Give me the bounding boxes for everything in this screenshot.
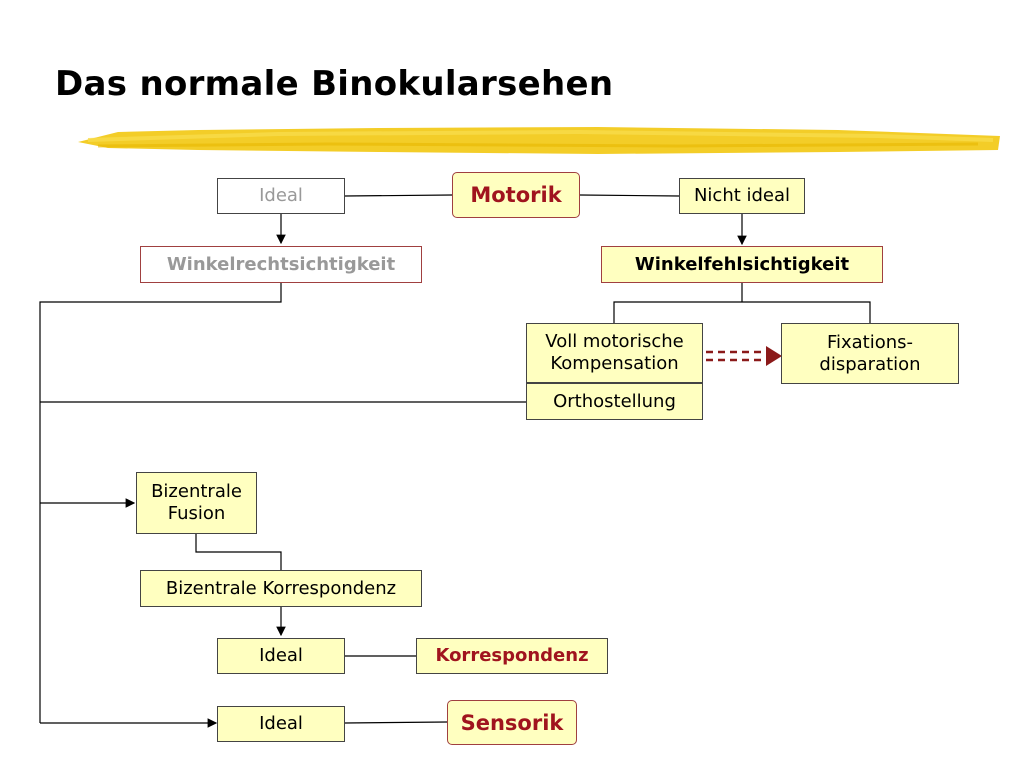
- highlighter-underline: [78, 127, 1000, 154]
- motorik-box: Motorik: [452, 172, 580, 218]
- ideal-sensorik-box: Ideal: [217, 706, 345, 742]
- winkelfehlsichtigkeit-box: Winkelfehlsichtigkeit: [601, 246, 883, 283]
- slide-title: Das normale Binokularsehen: [55, 64, 614, 104]
- ideal-korrespondenz-box: Ideal: [217, 638, 345, 674]
- sensorik-box: Sensorik: [447, 700, 577, 745]
- bizentrale-korrespondenz-box: Bizentrale Korrespondenz: [140, 570, 422, 607]
- korrespondenz-box: Korrespondenz: [416, 638, 608, 674]
- voll-motorische-kompensation-box: Voll motorische Kompensation: [526, 323, 703, 383]
- ideal-top-box: Ideal: [217, 178, 345, 214]
- winkelrechtsichtigkeit-box: Winkelrechtsichtigkeit: [140, 246, 422, 283]
- bizentrale-fusion-box: Bizentrale Fusion: [136, 472, 257, 534]
- nicht-ideal-box: Nicht ideal: [679, 178, 805, 214]
- fixationsdisparation-box: Fixations- disparation: [781, 323, 959, 384]
- orthostellung-box: Orthostellung: [526, 383, 703, 420]
